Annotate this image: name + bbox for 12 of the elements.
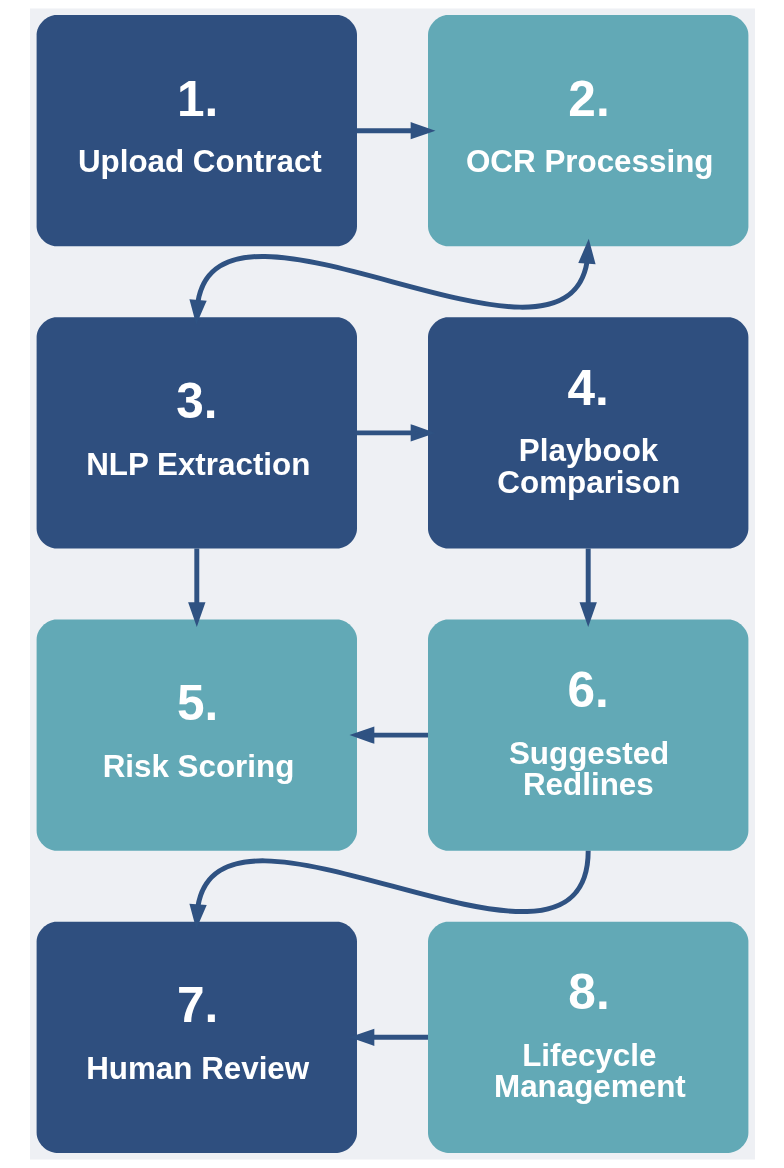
arrow <box>349 726 428 744</box>
arrow <box>187 548 205 627</box>
node-box: 4. Playbook Comparison <box>427 317 748 549</box>
node-box: 5. Risk Scoring <box>36 619 357 851</box>
node-box: 8. Lifecycle Management <box>427 921 748 1153</box>
node-box: 2. OCR Processing <box>427 15 748 247</box>
node-box: 6. Suggested Redlines <box>427 619 748 851</box>
node-box: 3. NLP Extraction <box>36 317 357 549</box>
node-box: 1. Upload Contract <box>36 15 357 247</box>
node-box: 7. Human Review <box>36 921 357 1153</box>
arrow <box>356 122 435 140</box>
arrow <box>579 548 597 627</box>
